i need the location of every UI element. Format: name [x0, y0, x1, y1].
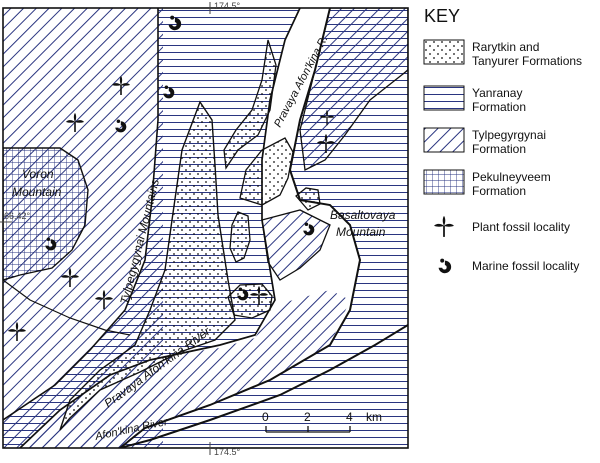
- river-afonkina: [119, 324, 408, 448]
- key-label: Formation: [472, 184, 527, 198]
- key-label: Pekulneyveem: [472, 170, 551, 184]
- label-basaltovaya-2: Mountain: [336, 225, 386, 239]
- key-item-rarytkin: Rarytkin and Tanyurer Formations: [472, 40, 582, 68]
- scale-unit: km: [366, 410, 382, 424]
- label-voron-2: Mountain: [12, 185, 62, 199]
- plant-fossil-icon: [433, 216, 455, 238]
- key-title: KEY: [424, 6, 461, 26]
- marine-fossil-icon: [438, 258, 452, 274]
- scale-tick-0: 0: [262, 410, 269, 424]
- key-label: Tylpegyrgynai: [472, 128, 547, 142]
- scale-tick-2: 2: [304, 410, 311, 424]
- key-label: Yanranay: [472, 86, 523, 100]
- key-item-pekulneyveem: Pekulneyveem Formation: [472, 170, 551, 198]
- unit-pekulneyveem: [3, 147, 89, 281]
- key-item-marine: Marine fossil locality: [472, 259, 579, 273]
- map-body: [3, 8, 408, 448]
- coord-left-latitude: 66.42°: [4, 211, 31, 221]
- key-label: Marine fossil locality: [472, 259, 580, 273]
- coord-bottom-longitude: 174.5°: [214, 447, 241, 457]
- coord-top-longitude: 174.5°: [214, 1, 241, 11]
- boundary-east-pravaya: [19, 8, 301, 448]
- scale-bar: 0 2 4 km: [262, 410, 382, 433]
- unit-yanranay-main: [3, 8, 300, 448]
- unit-rarytkin-main: [59, 100, 236, 431]
- boundary-tylp-west: [3, 279, 131, 336]
- key-swatches: [423, 39, 465, 274]
- key-label: Formation: [472, 100, 527, 114]
- key-label: Rarytkin and: [472, 40, 540, 54]
- key-label: Tanyurer Formations: [472, 54, 583, 68]
- map-frame: [2, 7, 409, 449]
- unit-rarytkin-lens-2: [227, 283, 273, 319]
- unit-rarytkin-lens-1: [229, 211, 251, 263]
- unit-tylpegyrgynai-south: [20, 290, 350, 448]
- unit-tylpegyrgynai-basin: [261, 209, 331, 281]
- label-voron-1: Voron: [22, 167, 54, 181]
- swatch-yanranay: [423, 85, 465, 111]
- swatch-pekulneyveem: [423, 169, 465, 195]
- swatch-tylpegyrgynai: [423, 127, 465, 153]
- river-pravaya-upper: [119, 8, 362, 448]
- swatch-rarytkin: [423, 39, 465, 65]
- boundary-west: [3, 8, 159, 421]
- key-item-yanranay: Yanranay Formation: [472, 86, 526, 114]
- key-label: Formation: [472, 142, 527, 156]
- unit-rarytkin-lens-3: [295, 187, 321, 211]
- key-item-tylpegyrgynai: Tylpegyrgynai Formation: [472, 128, 546, 156]
- scale-tick-4: 4: [346, 410, 353, 424]
- key-item-plant: Plant fossil locality: [472, 220, 570, 234]
- label-basaltovaya-1: Basaltovaya: [330, 208, 396, 222]
- unit-tylpegyrgynai-east: [299, 8, 408, 171]
- key-label: Plant fossil locality: [472, 220, 571, 234]
